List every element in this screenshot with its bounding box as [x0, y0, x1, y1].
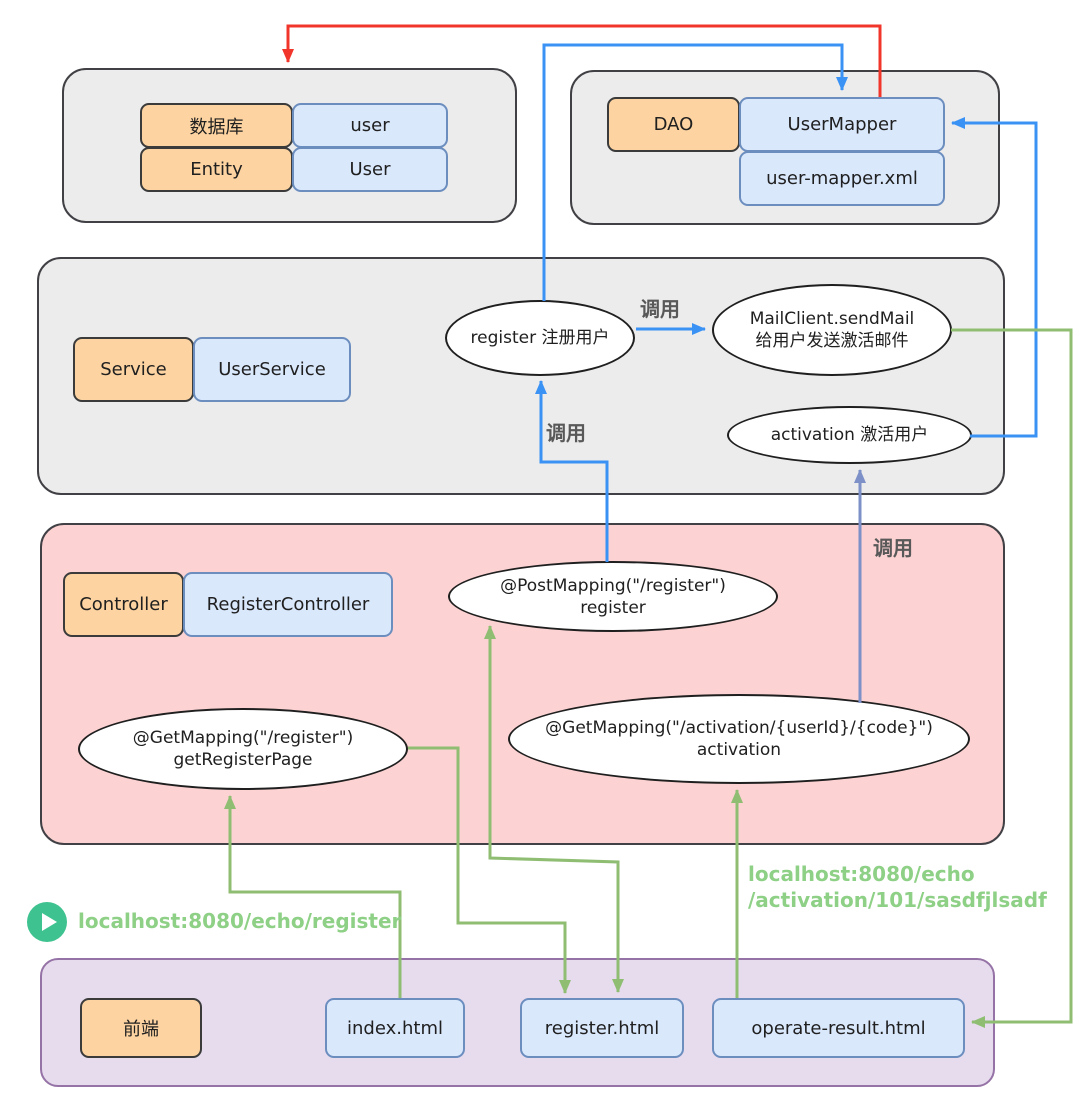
dao-label: DAO — [653, 114, 694, 135]
user-entity-label: User — [349, 159, 391, 180]
register-method-ellipse: register 注册用户 — [445, 300, 635, 376]
usermapper-box: UserMapper — [739, 97, 945, 152]
user-table-label: user — [350, 115, 390, 136]
operate-result-html-label: operate-result.html — [751, 1017, 926, 1039]
postmapping-line2: register — [580, 597, 646, 618]
register-html-box: register.html — [520, 998, 684, 1058]
activation-method-ellipse: activation 激活用户 — [727, 406, 972, 464]
url-activation-line2: /activation/101/sasdfjlsadf — [748, 888, 1047, 912]
call-label-register: 调用 — [546, 421, 586, 445]
service-label-box: Service — [73, 337, 194, 402]
postmapping-line1: @PostMapping("/register") — [500, 575, 726, 596]
entity-label-box: Entity — [140, 147, 293, 192]
getmapping-activation-line1: @GetMapping("/activation/{userId}/{code}… — [545, 718, 933, 738]
getmapping-register-line1: @GetMapping("/register") — [132, 728, 354, 748]
url-activation-text: localhost:8080/echo /activation/101/sasd… — [748, 861, 1047, 913]
user-table-box: user — [292, 103, 448, 148]
user-entity-box: User — [292, 147, 448, 192]
getmapping-activation-ellipse: @GetMapping("/activation/{userId}/{code}… — [508, 694, 970, 784]
usermapper-xml-label: user-mapper.xml — [766, 168, 918, 189]
operate-result-html-box: operate-result.html — [712, 998, 965, 1058]
register-method-label: register 注册用户 — [470, 328, 610, 348]
mailclient-line2: 给用户发送激活邮件 — [755, 331, 909, 351]
controller-label: Controller — [79, 594, 168, 615]
getmapping-register-ellipse: @GetMapping("/register")getRegisterPage — [78, 708, 408, 790]
userservice-label: UserService — [218, 359, 326, 380]
call-label-activation: 调用 — [873, 536, 913, 560]
play-icon — [27, 902, 67, 942]
index-html-label: index.html — [347, 1017, 443, 1039]
usermapper-label: UserMapper — [787, 114, 897, 135]
mailclient-line1: MailClient.sendMail — [749, 309, 915, 329]
call-label-mailclient: 调用 — [640, 297, 680, 321]
registercontroller-box: RegisterController — [183, 572, 393, 637]
postmapping-register-ellipse: @PostMapping("/register")register — [448, 561, 778, 632]
register-html-label: register.html — [544, 1017, 660, 1039]
usermapper-xml-box: user-mapper.xml — [739, 151, 945, 206]
getmapping-activation-line2: activation — [696, 740, 782, 760]
index-html-box: index.html — [325, 998, 465, 1058]
database-label-box: 数据库 — [140, 103, 293, 148]
dao-label-box: DAO — [607, 97, 740, 152]
entity-label: Entity — [190, 159, 243, 180]
controller-label-box: Controller — [63, 572, 184, 637]
activation-method-label: activation 激活用户 — [770, 425, 929, 445]
userservice-box: UserService — [193, 337, 351, 402]
getmapping-register-line2: getRegisterPage — [173, 750, 313, 770]
url-activation-line1: localhost:8080/echo — [748, 862, 975, 886]
frontend-label-box: 前端 — [80, 998, 202, 1058]
frontend-label: 前端 — [123, 1019, 159, 1040]
registercontroller-label: RegisterController — [206, 594, 370, 615]
database-label: 数据库 — [189, 116, 244, 138]
url-register-text: localhost:8080/echo/register — [78, 909, 402, 933]
service-label: Service — [100, 359, 167, 380]
play-triangle-icon — [41, 913, 57, 931]
